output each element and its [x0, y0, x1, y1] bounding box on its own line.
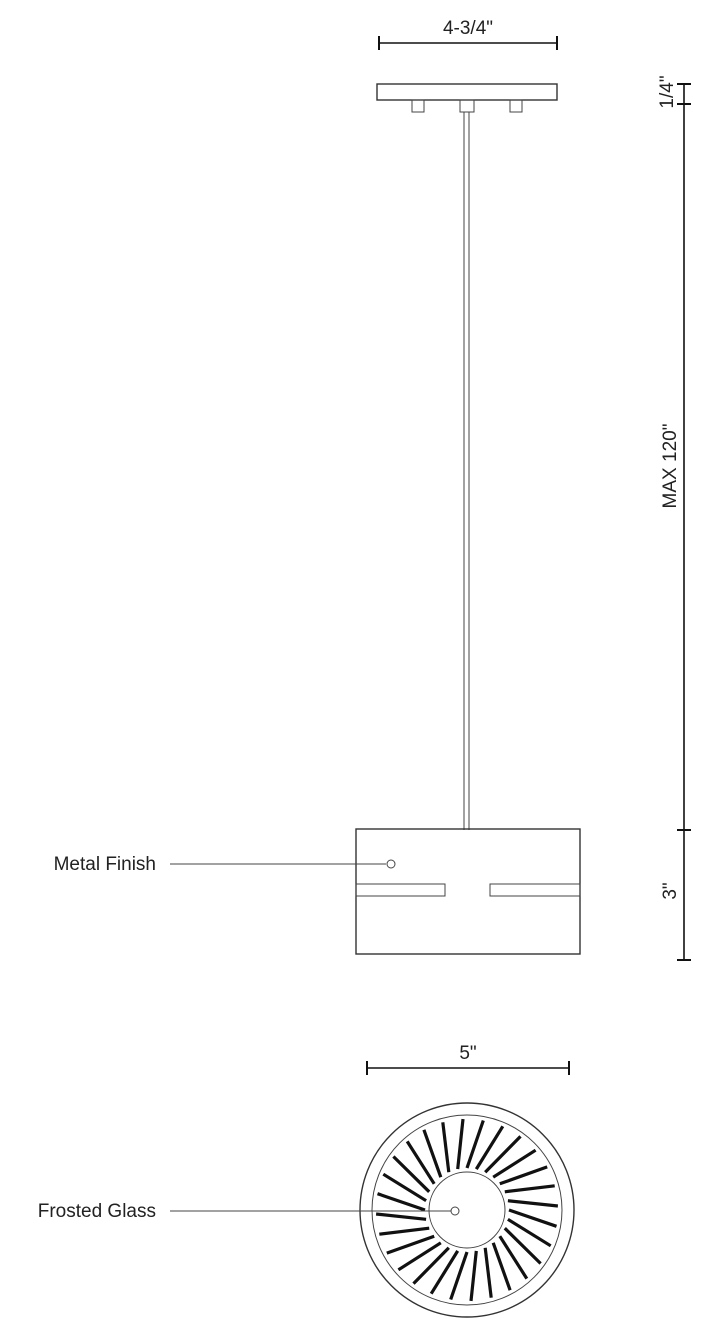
metal-finish-label: Metal Finish: [54, 854, 156, 875]
glass-rib: [483, 1247, 493, 1298]
glass-rib: [508, 1208, 558, 1228]
glass-rib: [422, 1129, 443, 1178]
frosted-glass-label: Frosted Glass: [38, 1201, 156, 1222]
glass-rib: [492, 1148, 537, 1179]
glass-rib: [469, 1250, 478, 1302]
shade-height-label: 3": [660, 882, 681, 899]
glass-rib: [484, 1135, 522, 1174]
glass-rib: [379, 1226, 430, 1236]
glass-rib: [386, 1234, 435, 1255]
glass-rib: [412, 1246, 450, 1285]
glass-rib: [504, 1184, 555, 1194]
glass-rib: [503, 1227, 542, 1265]
glass-rib: [449, 1251, 469, 1301]
shade-side-view: [355, 828, 581, 955]
glass-rib: [375, 1212, 427, 1221]
canopy-width-dimension: 4-3/4": [378, 18, 558, 50]
frosted-glass-callout: Frosted Glass: [38, 1201, 451, 1222]
shade-diameter-label: 5": [459, 1043, 476, 1064]
stem: [463, 112, 470, 830]
canopy: [376, 83, 558, 113]
canopy-height-label: 1/4": [657, 75, 678, 108]
glass-rib: [507, 1217, 552, 1248]
glass-rib: [491, 1242, 512, 1291]
max-drop-label: MAX 120": [660, 424, 681, 509]
shade-bottom-view: [359, 1102, 575, 1318]
glass-rib: [441, 1122, 451, 1173]
glass-rib: [498, 1235, 529, 1280]
glass-rib: [456, 1118, 465, 1170]
glass-rib: [474, 1125, 505, 1170]
glass-rib: [507, 1199, 559, 1208]
glass-ribs: [375, 1118, 559, 1302]
glass-rib: [405, 1140, 436, 1185]
glass-rib: [382, 1172, 427, 1203]
canopy-width-label: 4-3/4": [443, 18, 493, 39]
height-dimensions: 1/4" MAX 120" 3": [657, 75, 691, 961]
glass-rib: [465, 1119, 485, 1169]
shade-diameter-dimension: 5": [366, 1043, 570, 1075]
glass-rib: [429, 1250, 460, 1295]
metal-finish-callout: Metal Finish: [54, 854, 386, 875]
glass-rib: [376, 1192, 426, 1212]
glass-rib: [392, 1155, 431, 1193]
glass-rib: [397, 1241, 442, 1272]
glass-rib: [499, 1165, 548, 1186]
